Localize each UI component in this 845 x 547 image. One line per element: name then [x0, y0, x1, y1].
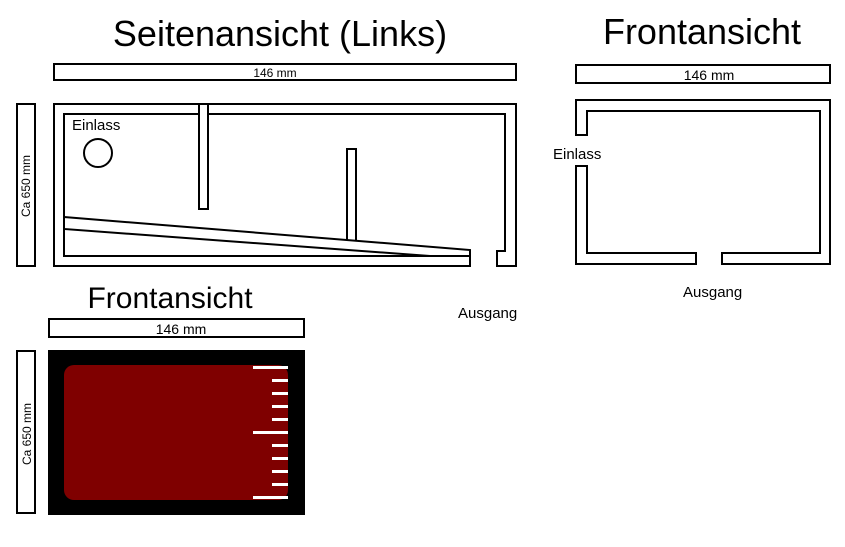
chamber-mark	[272, 392, 288, 395]
side-view-width-bar	[53, 63, 517, 81]
front-view-bottom-height-label: Ca 650 mm	[20, 403, 34, 465]
chamber-mark	[272, 470, 288, 473]
chamber-mark	[272, 418, 288, 421]
side-view-baffle-1	[198, 103, 209, 210]
front-view-bottom-marks	[253, 366, 288, 499]
side-view-inlet-circle	[83, 138, 113, 168]
front-view-top-title: Frontansicht	[603, 11, 801, 52]
chamber-mark	[272, 405, 288, 408]
side-view-height-bar	[16, 103, 36, 267]
front-view-bottom-chamber	[64, 365, 288, 500]
front-view-bottom-height-bar	[16, 350, 36, 514]
chamber-mark	[272, 379, 288, 382]
chamber-mark	[272, 444, 288, 447]
front-view-bottom-width-bar	[48, 318, 305, 338]
side-view-height-label: Ca 650 mm	[19, 155, 33, 217]
chamber-mark	[253, 366, 288, 369]
front-view-bottom: Frontansicht 146 mm Ca 650 mm	[16, 282, 305, 515]
chamber-mark	[272, 457, 288, 460]
front-view-top-wall-left	[575, 165, 697, 265]
side-view-baffle-2	[346, 148, 357, 242]
chamber-mark	[272, 483, 288, 486]
side-view-outlet-label: Ausgang	[458, 305, 517, 322]
front-view-top: Frontansicht 146 mm Einlass Ausgang	[553, 11, 831, 301]
chamber-mark	[253, 431, 288, 434]
side-view-sloped-floor	[63, 215, 471, 257]
side-view-width-label: 146 mm	[253, 66, 296, 80]
front-view-top-inlet-label: Einlass	[553, 146, 601, 163]
front-view-top-width-bar	[575, 64, 831, 84]
side-view: Seitenansicht (Links) 146 mm Ca 650 mm E…	[16, 13, 517, 322]
front-view-top-width-label: 146 mm	[684, 67, 735, 83]
front-view-top-outlet-label: Ausgang	[683, 284, 742, 301]
front-view-top-wall-right	[575, 99, 831, 265]
chamber-mark	[253, 496, 288, 499]
side-view-housing	[53, 103, 517, 267]
front-view-bottom-width-label: 146 mm	[156, 321, 207, 337]
front-view-bottom-title: Frontansicht	[87, 282, 253, 315]
side-view-inlet-label: Einlass	[72, 117, 120, 134]
side-view-title: Seitenansicht (Links)	[113, 13, 447, 54]
